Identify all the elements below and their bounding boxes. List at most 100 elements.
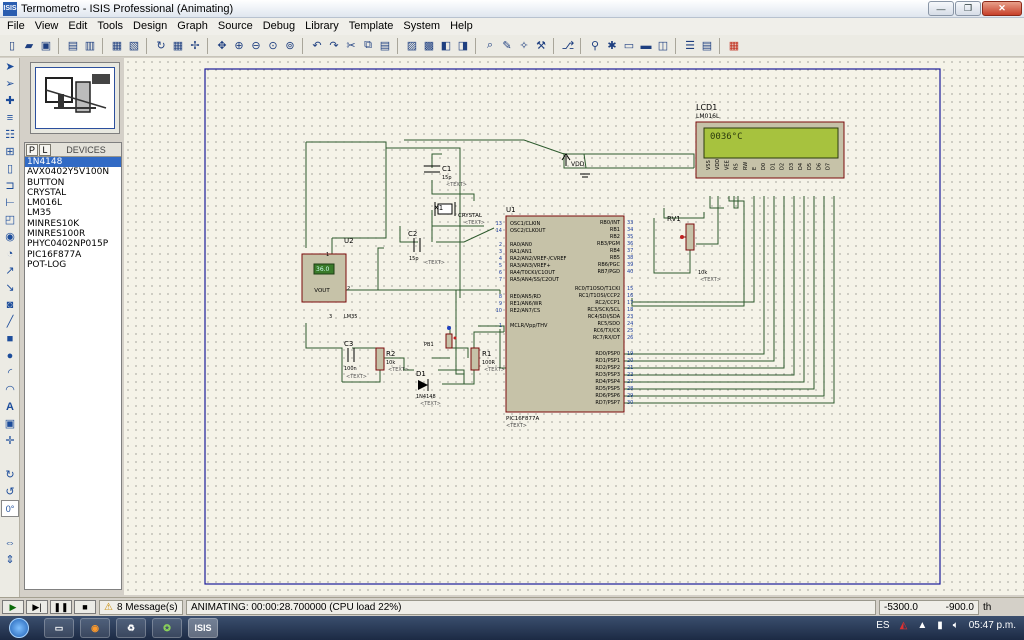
start-button[interactable] <box>0 616 38 640</box>
menu-system[interactable]: System <box>403 20 441 32</box>
device-item[interactable]: CRYSTAL <box>27 187 67 198</box>
line-icon[interactable]: ╱ <box>6 316 14 328</box>
box-icon[interactable]: ■ <box>6 332 14 345</box>
ares-icon[interactable]: ▦ <box>728 40 740 52</box>
redo-icon[interactable]: ↷ <box>329 40 339 52</box>
mirror-vertical-icon[interactable]: ⇕ <box>5 554 15 566</box>
library-manager-button[interactable]: L <box>39 143 51 156</box>
device-item[interactable]: 1N4148 <box>25 157 121 168</box>
device-item[interactable]: AVX0402Y5V100N <box>27 167 110 178</box>
block-delete-icon[interactable]: ◨ <box>457 40 469 52</box>
device-item[interactable]: MINRES100R <box>27 229 86 240</box>
device-item[interactable]: BUTTON <box>27 177 65 188</box>
device-item[interactable]: POT-LOG <box>27 259 67 270</box>
device-item[interactable]: LM35 <box>27 208 52 219</box>
play-button[interactable]: ▶ <box>2 600 24 614</box>
terminal-icon[interactable]: ⊐ <box>5 180 15 192</box>
pan-icon[interactable]: ✥ <box>217 40 227 52</box>
pick-from-library-button[interactable]: P <box>26 143 38 156</box>
app-taskbar-icon[interactable]: ✪ <box>152 618 182 638</box>
zoom-all-icon[interactable]: ⊙ <box>268 40 278 52</box>
device-item[interactable]: PIC16F877A <box>27 249 82 260</box>
rotate-anticlockwise-icon[interactable]: ↺ <box>5 486 15 498</box>
zoom-area-icon[interactable]: ⊚ <box>285 40 295 52</box>
explorer-taskbar-icon[interactable]: ▭ <box>44 618 74 638</box>
message-log[interactable]: ⚠ 8 Message(s) <box>99 599 183 615</box>
clock[interactable]: 05:47 p.m. <box>968 620 1016 631</box>
device-item[interactable]: MINRES10K <box>27 218 80 229</box>
print-area-icon[interactable]: ▧ <box>128 40 140 52</box>
antivirus-icon[interactable]: ◭ <box>899 620 908 631</box>
text-icon[interactable]: A <box>6 400 14 413</box>
restore-button[interactable]: ❐ <box>955 1 981 16</box>
zoom-out-icon[interactable]: ⊖ <box>251 40 261 52</box>
component-mode-icon[interactable]: ➢ <box>5 78 15 90</box>
virtual-instrument-icon[interactable]: ◙ <box>6 298 14 311</box>
junction-icon[interactable]: ✚ <box>5 95 15 107</box>
minimize-button[interactable]: — <box>928 1 954 16</box>
tray-arrow-icon[interactable]: ▲ <box>917 620 928 631</box>
menu-edit[interactable]: Edit <box>68 20 88 32</box>
marker-icon[interactable]: ✛ <box>5 435 15 447</box>
menu-debug[interactable]: Debug <box>262 20 296 32</box>
bill-of-materials-icon[interactable]: ☰ <box>685 40 695 52</box>
selection-mode-icon[interactable]: ➤ <box>5 61 15 73</box>
undo-icon[interactable]: ↶ <box>312 40 322 52</box>
cut-icon[interactable]: ✂ <box>346 40 356 52</box>
pick-device-icon[interactable]: ⌕ <box>486 39 494 51</box>
new-sheet-icon[interactable]: ▭ <box>623 40 635 52</box>
import-icon[interactable]: ▤ <box>67 40 79 52</box>
goto-sheet-icon[interactable]: ◫ <box>657 40 669 52</box>
print-icon[interactable]: ▦ <box>111 40 123 52</box>
make-device-icon[interactable]: ✎ <box>502 40 512 52</box>
block-move-icon[interactable]: ▩ <box>423 40 435 52</box>
device-pin-icon[interactable]: ⊢ <box>5 197 15 209</box>
path-icon[interactable]: ◠ <box>5 384 15 396</box>
copy-icon[interactable]: ⧉ <box>364 39 372 51</box>
stop-button[interactable]: ■ <box>74 600 96 614</box>
origin-icon[interactable]: ✢ <box>190 40 200 52</box>
generator-icon[interactable]: ◔ <box>6 247 14 260</box>
arc-icon[interactable]: ◜ <box>7 367 13 379</box>
media-taskbar-icon[interactable]: ♻ <box>116 618 146 638</box>
menu-library[interactable]: Library <box>305 20 339 32</box>
menu-design[interactable]: Design <box>133 20 168 32</box>
voltage-probe-icon[interactable]: ↗ <box>5 265 15 277</box>
search-tag-icon[interactable]: ⚲ <box>590 40 600 52</box>
close-button[interactable]: ✕ <box>982 1 1022 16</box>
block-rotate-icon[interactable]: ◧ <box>440 40 452 52</box>
menu-file[interactable]: File <box>7 20 25 32</box>
tape-recorder-icon[interactable]: ◉ <box>5 231 15 243</box>
property-assign-icon[interactable]: ✱ <box>607 40 617 52</box>
menu-graph[interactable]: Graph <box>177 20 208 32</box>
network-icon[interactable]: ▮ <box>937 620 943 631</box>
rotation-field[interactable]: 0° <box>1 500 19 517</box>
subcircuit-icon[interactable]: ▯ <box>6 163 14 175</box>
save-icon[interactable]: ▣ <box>40 40 52 52</box>
device-item[interactable]: LM016L <box>27 198 62 209</box>
firefox-taskbar-icon[interactable]: ◉ <box>80 618 110 638</box>
export-icon[interactable]: ▥ <box>84 40 96 52</box>
text-script-icon[interactable]: ☷ <box>5 129 15 141</box>
block-copy-icon[interactable]: ▨ <box>406 40 418 52</box>
pause-button[interactable]: ❚❚ <box>50 600 72 614</box>
netlist-icon[interactable]: ▤ <box>701 40 713 52</box>
circle-icon[interactable]: ● <box>6 349 14 362</box>
rotate-clockwise-icon[interactable]: ↻ <box>5 469 15 481</box>
menu-help[interactable]: Help <box>450 20 473 32</box>
volume-icon[interactable]: 🔈︎ <box>952 620 959 631</box>
zoom-in-icon[interactable]: ⊕ <box>234 40 244 52</box>
packaging-icon[interactable]: ✧ <box>519 40 529 52</box>
bus-icon[interactable]: ⊞ <box>5 146 15 158</box>
remove-sheet-icon[interactable]: ▬ <box>640 39 652 52</box>
wire-autorouter-icon[interactable]: ⎇ <box>561 40 575 52</box>
graph-icon[interactable]: ◰ <box>4 214 16 226</box>
menu-source[interactable]: Source <box>217 20 253 32</box>
grid-icon[interactable]: ▦ <box>172 40 184 52</box>
step-button[interactable]: ▶| <box>26 600 48 614</box>
overview-window[interactable] <box>30 62 120 134</box>
new-file-icon[interactable]: ▯ <box>8 40 16 52</box>
device-item[interactable]: PHYC0402NP015P <box>27 239 109 250</box>
symbol-icon[interactable]: ▣ <box>4 418 16 430</box>
